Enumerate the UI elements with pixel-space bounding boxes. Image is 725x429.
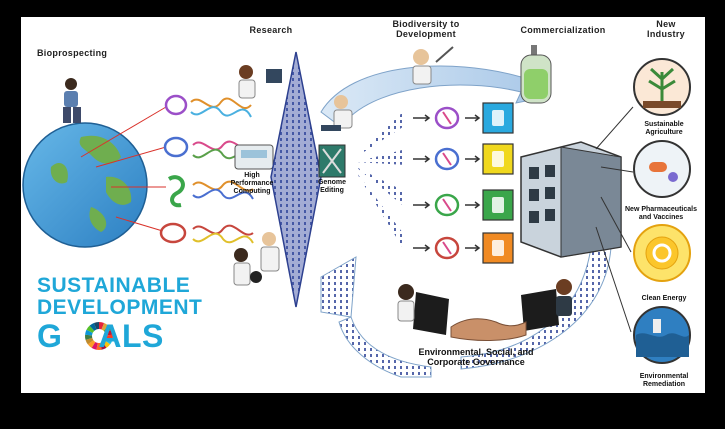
sdg-wheel-segment bbox=[102, 340, 111, 348]
header-research: Research bbox=[249, 25, 293, 35]
header-biodiversity: Biodiversity to Development bbox=[392, 19, 460, 39]
hpc-machine-icon bbox=[234, 144, 274, 170]
label-industry-3: Environmental Remediation bbox=[639, 373, 689, 388]
sdg-wheel-segment bbox=[85, 334, 93, 340]
label-industry-0: Sustainable Agriculture bbox=[644, 121, 684, 136]
header-bioprospecting: Bioprospecting bbox=[37, 48, 108, 58]
sdg-letters-als: ALS bbox=[98, 318, 164, 354]
sdg-wheel-segment bbox=[91, 341, 98, 350]
dna-strands bbox=[190, 97, 254, 244]
header-commercialization: Commercialization bbox=[520, 25, 606, 35]
sdg-wheel-segment bbox=[105, 334, 113, 340]
water-icon bbox=[482, 102, 514, 134]
sdg-line-2: DEVELOPMENT bbox=[37, 296, 203, 319]
sdg-wheel-segment bbox=[103, 325, 112, 333]
label-genome-editing: Genome Editing bbox=[317, 179, 346, 194]
label-industry-1: New Pharmaceuticals and Vaccines bbox=[625, 206, 697, 221]
microbes bbox=[159, 94, 189, 244]
sdg-wheel-icon bbox=[85, 322, 113, 351]
lab-scientist-icon bbox=[412, 46, 454, 85]
globe-icon bbox=[22, 122, 148, 248]
sdg-wheel-segment bbox=[104, 337, 113, 345]
sdg-wheel-segment bbox=[105, 329, 113, 336]
battery-icon bbox=[482, 143, 514, 175]
ocean-cleanup-icon bbox=[633, 306, 691, 364]
industry-icons bbox=[633, 58, 691, 364]
diagram-graphics bbox=[22, 45, 691, 378]
industry-rays bbox=[595, 106, 634, 333]
sdg-wheel-segment bbox=[93, 322, 99, 330]
tool-icon bbox=[482, 232, 514, 264]
sdg-wheel-segment bbox=[96, 342, 102, 351]
building-icon bbox=[520, 141, 622, 258]
pills-icon bbox=[633, 140, 691, 198]
sdg-wheel-segment bbox=[87, 340, 96, 348]
governance-handshake-icon bbox=[397, 279, 572, 342]
header-new-industry: New Industry bbox=[647, 19, 685, 39]
sdg-wheel-segment bbox=[85, 337, 94, 345]
product-icons bbox=[482, 102, 514, 264]
sdg-wheel-segment bbox=[86, 325, 95, 333]
sampling-lines bbox=[80, 106, 167, 233]
scientists-icon bbox=[233, 65, 353, 286]
diagram-canvas: Bioprospecting Research Biodiversity to … bbox=[21, 17, 705, 393]
genome-editing-icon bbox=[318, 144, 346, 178]
binary-beams bbox=[356, 109, 406, 253]
sdg-wheel-segment bbox=[99, 322, 105, 330]
sdg-wheel-segment bbox=[85, 329, 93, 336]
label-governance: Environmental, Social, and Corporate Gov… bbox=[418, 347, 534, 367]
cycle-arrow bbox=[320, 65, 612, 378]
research-lens bbox=[270, 51, 322, 308]
plant-icon bbox=[633, 58, 691, 116]
organism-arrows bbox=[413, 106, 481, 260]
sdg-wheel-segment bbox=[100, 341, 107, 350]
sdg-wheel-segment bbox=[89, 322, 97, 331]
label-hpc: High Performance Computing bbox=[230, 172, 274, 195]
researcher-on-globe-icon bbox=[63, 78, 81, 123]
bioreactor-icon bbox=[520, 45, 552, 104]
sdg-letter-g: G bbox=[37, 318, 63, 354]
sdg-line-1: SUSTAINABLE bbox=[37, 274, 191, 297]
sun-icon bbox=[633, 224, 691, 282]
bottle-icon bbox=[482, 189, 514, 221]
sdg-wheel-segment bbox=[101, 322, 109, 331]
label-industry-2: Clean Energy bbox=[641, 295, 687, 302]
